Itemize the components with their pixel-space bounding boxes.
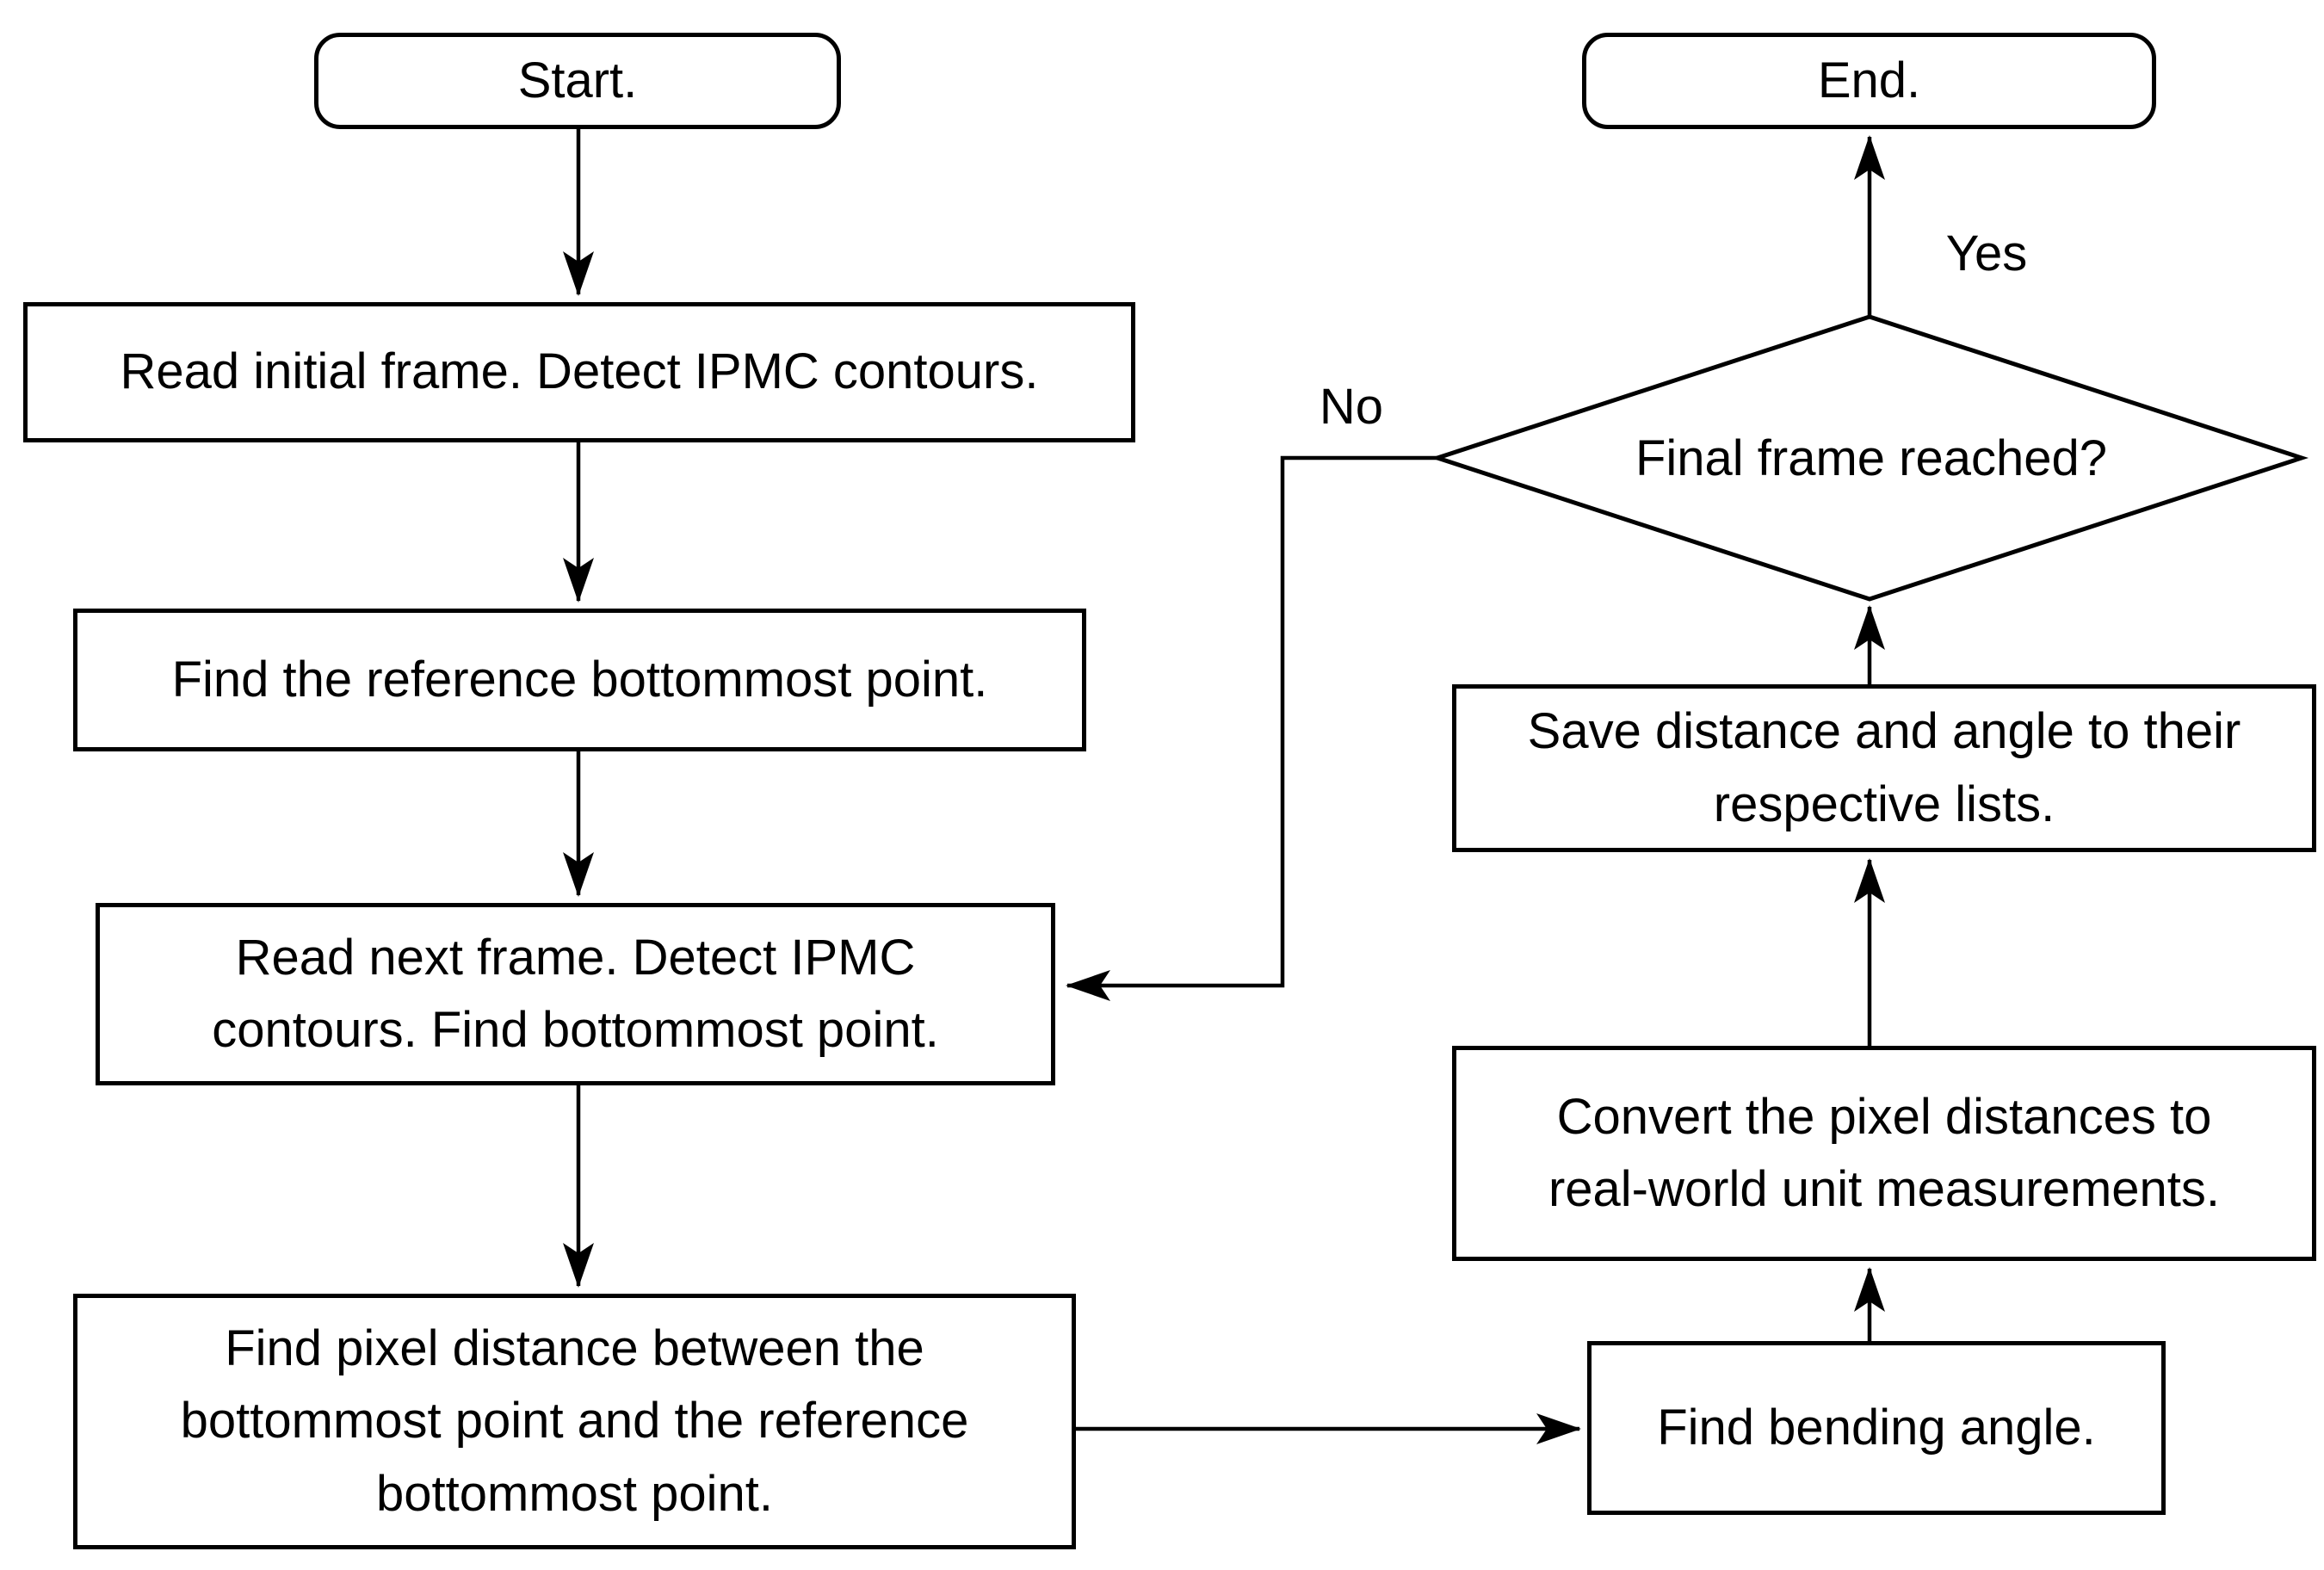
node-start: Start. <box>314 33 841 129</box>
arrow-decision-no-to-read-next <box>1066 455 1437 1001</box>
node-find-reference-point: Find the reference bottommost point. <box>73 609 1086 751</box>
node-find-pixel-distance: Find pixel distance between the bottommo… <box>73 1294 1076 1549</box>
node-final-frame-decision-label: Final frame reached? <box>1635 430 2108 486</box>
edge-label-no: No <box>1319 378 1384 435</box>
node-save-to-lists: Save distance and angle to their respect… <box>1452 684 2316 852</box>
node-end: End. <box>1582 33 2156 129</box>
node-read-next-frame: Read next frame. Detect IPMC contours. F… <box>96 903 1055 1085</box>
node-convert-distances: Convert the pixel distances to real-worl… <box>1452 1046 2316 1261</box>
edge-label-yes: Yes <box>1945 225 2028 281</box>
node-read-initial-frame: Read initial frame. Detect IPMC contours… <box>23 302 1135 442</box>
decision-diamond-shape <box>1430 314 2309 602</box>
node-find-bending-angle: Find bending angle. <box>1587 1341 2166 1515</box>
